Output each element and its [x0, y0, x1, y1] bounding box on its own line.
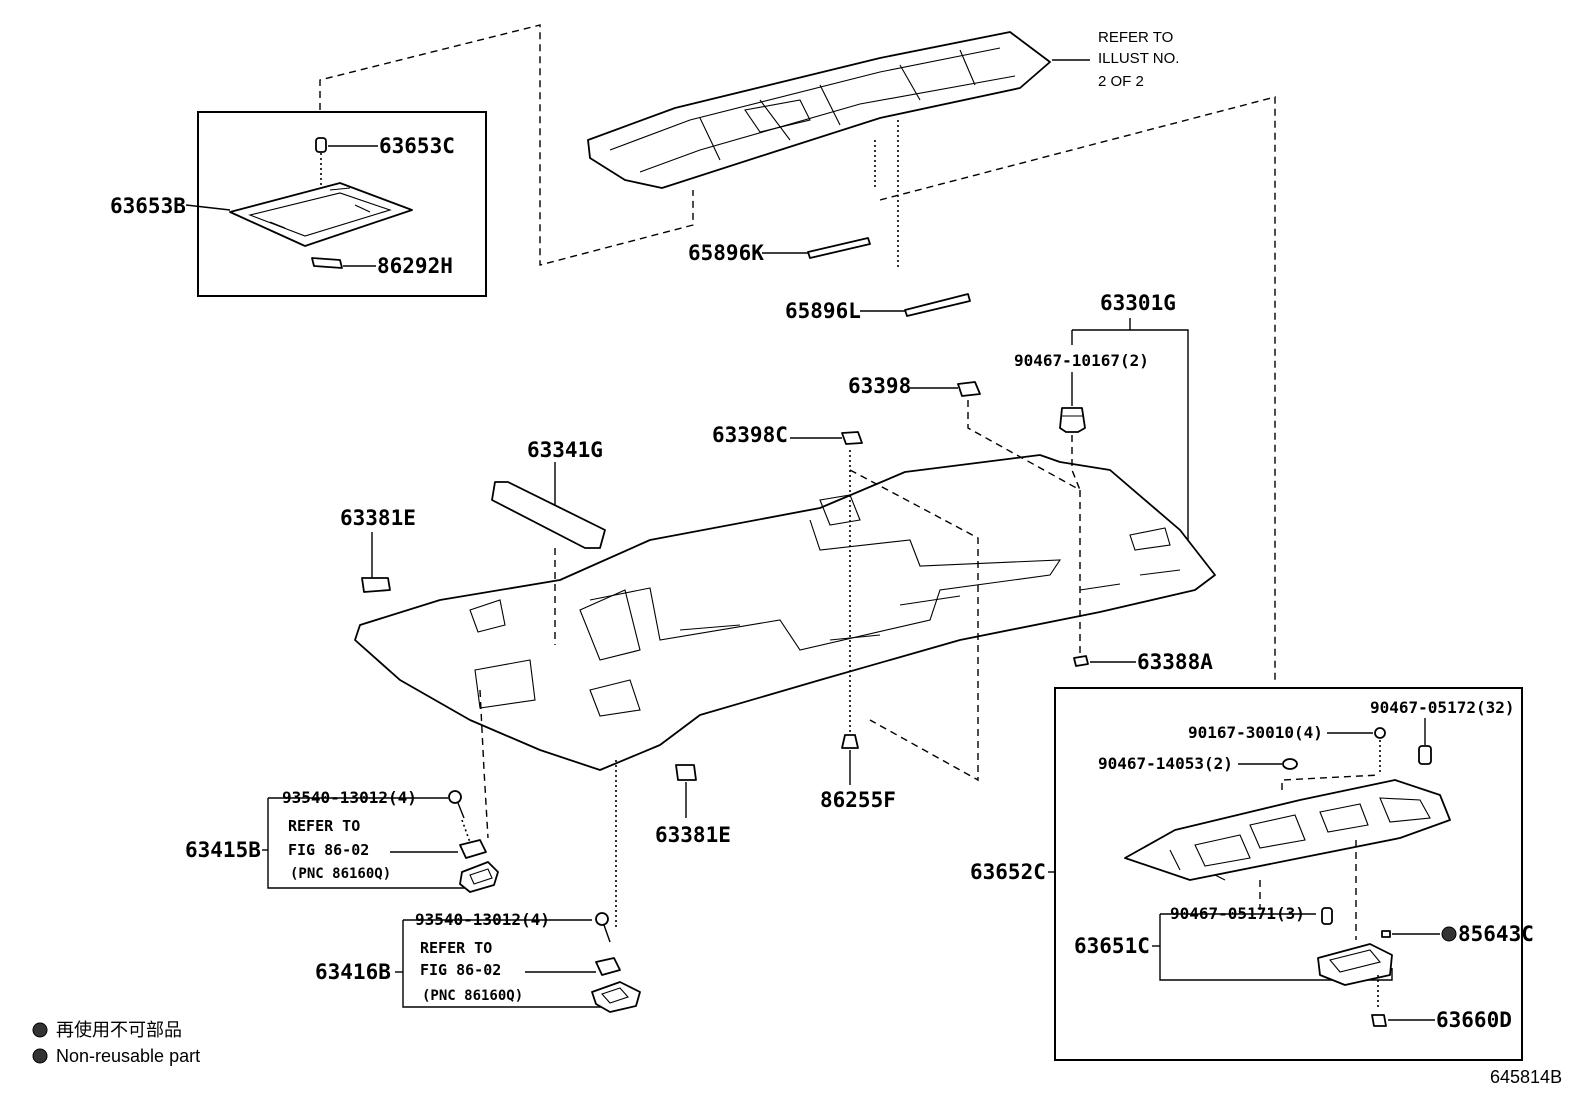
- refer-fig-b-line2: FIG 86-02: [420, 961, 501, 979]
- assembly-box-63653b: [197, 111, 487, 297]
- refer-illust-line1: REFER TO: [1098, 29, 1173, 46]
- headlining-panel-icon: [354, 454, 1216, 771]
- part-label-63652c[interactable]: 63652C: [970, 860, 1046, 884]
- clip-90467-10167-icon: [1059, 407, 1086, 433]
- part-label-85643c[interactable]: 85643C: [1458, 922, 1534, 946]
- bulb-85643c-icon: [1381, 930, 1391, 938]
- pad-63398-icon: [957, 381, 981, 397]
- part-label-63653c[interactable]: 63653C: [379, 134, 455, 158]
- screw-90167-30010-icon: [1374, 727, 1386, 739]
- part-label-63398[interactable]: 63398: [848, 374, 911, 398]
- refer-illust-line3: 2 OF 2: [1098, 73, 1144, 90]
- part-label-63388a[interactable]: 63388A: [1137, 650, 1213, 674]
- part-label-63398c[interactable]: 63398C: [712, 423, 788, 447]
- refer-illust-line2: ILLUST NO.: [1098, 50, 1179, 67]
- part-label-93540-13012-b[interactable]: 93540-13012(4): [415, 910, 550, 929]
- part-label-63660d[interactable]: 63660D: [1436, 1008, 1512, 1032]
- tape-86292h-icon: [311, 257, 343, 269]
- part-label-63381e-top[interactable]: 63381E: [340, 506, 416, 530]
- screw-93540-a-icon: [448, 790, 465, 819]
- part-label-63653b[interactable]: 63653B: [110, 194, 186, 218]
- refer-fig-a-line1: REFER TO: [288, 817, 360, 835]
- legend-bullet-en: [32, 1048, 48, 1064]
- part-label-63416b[interactable]: 63416B: [315, 960, 391, 984]
- clip-63381e-bottom-icon: [675, 764, 697, 781]
- part-label-90167-30010[interactable]: 90167-30010(4): [1188, 723, 1323, 742]
- refer-fig-a-line2: FIG 86-02: [288, 841, 369, 859]
- nut-90467-14053-icon: [1282, 758, 1298, 770]
- bracket-65896l-icon: [904, 293, 971, 317]
- part-label-65896l[interactable]: 65896L: [785, 299, 861, 323]
- part-label-86255f[interactable]: 86255F: [820, 788, 896, 812]
- refer-fig-a-line3: (PNC 86160Q): [290, 866, 391, 882]
- part-label-90467-05172[interactable]: 90467-05172(32): [1370, 698, 1515, 717]
- part-label-63415b[interactable]: 63415B: [185, 838, 261, 862]
- screw-93540-b-icon: [595, 912, 611, 943]
- clip-90467-05172-icon: [1418, 745, 1432, 765]
- clip-63653c-icon: [315, 137, 327, 153]
- strip-63341g-icon: [491, 481, 606, 549]
- pad-63398c-icon: [841, 431, 863, 445]
- legend-jp: 再使用不可部品: [56, 1020, 182, 1040]
- dashed-guide-top-left: [319, 24, 694, 266]
- clip-63660d-icon: [1371, 1014, 1387, 1027]
- refer-fig-b-line1: REFER TO: [420, 939, 492, 957]
- bracket-65896k-icon: [807, 237, 871, 259]
- part-label-63341g[interactable]: 63341G: [527, 438, 603, 462]
- refer-fig-b-line3: (PNC 86160Q): [422, 988, 523, 1004]
- part-label-90467-05171[interactable]: 90467-05171(3): [1170, 904, 1305, 923]
- part-label-90467-14053[interactable]: 90467-14053(2): [1098, 754, 1233, 773]
- part-label-65896k[interactable]: 65896K: [688, 241, 764, 265]
- bracket-63653b-icon: [229, 182, 413, 247]
- legend-bullet-jp: [32, 1022, 48, 1038]
- assembly-box-63652c: [1054, 687, 1523, 1061]
- console-63652c-icon: [1124, 779, 1451, 881]
- lamp-63651c-icon: [1317, 943, 1393, 986]
- roof-reinforcement-icon: [587, 31, 1051, 189]
- part-label-90467-10167[interactable]: 90467-10167(2): [1014, 351, 1149, 370]
- lamp-63415b-icon: [459, 839, 499, 893]
- legend-en: Non-reusable part: [56, 1046, 200, 1066]
- clip-63381e-top-icon: [361, 577, 391, 593]
- clip-63388a-icon: [1073, 655, 1089, 667]
- part-label-86292h[interactable]: 86292H: [377, 254, 453, 278]
- clip-86255f-icon: [841, 734, 859, 749]
- lamp-63416b-icon: [591, 957, 641, 1013]
- part-label-63301g[interactable]: 63301G: [1100, 291, 1176, 315]
- illustration-id: 645814B: [1490, 1067, 1562, 1087]
- part-label-93540-13012-a[interactable]: 93540-13012(4): [282, 788, 417, 807]
- part-label-63651c[interactable]: 63651C: [1074, 934, 1150, 958]
- clip-90467-05171-icon: [1321, 907, 1333, 925]
- non-reusable-marker-85643c: [1441, 926, 1457, 942]
- part-label-63381e-bottom[interactable]: 63381E: [655, 823, 731, 847]
